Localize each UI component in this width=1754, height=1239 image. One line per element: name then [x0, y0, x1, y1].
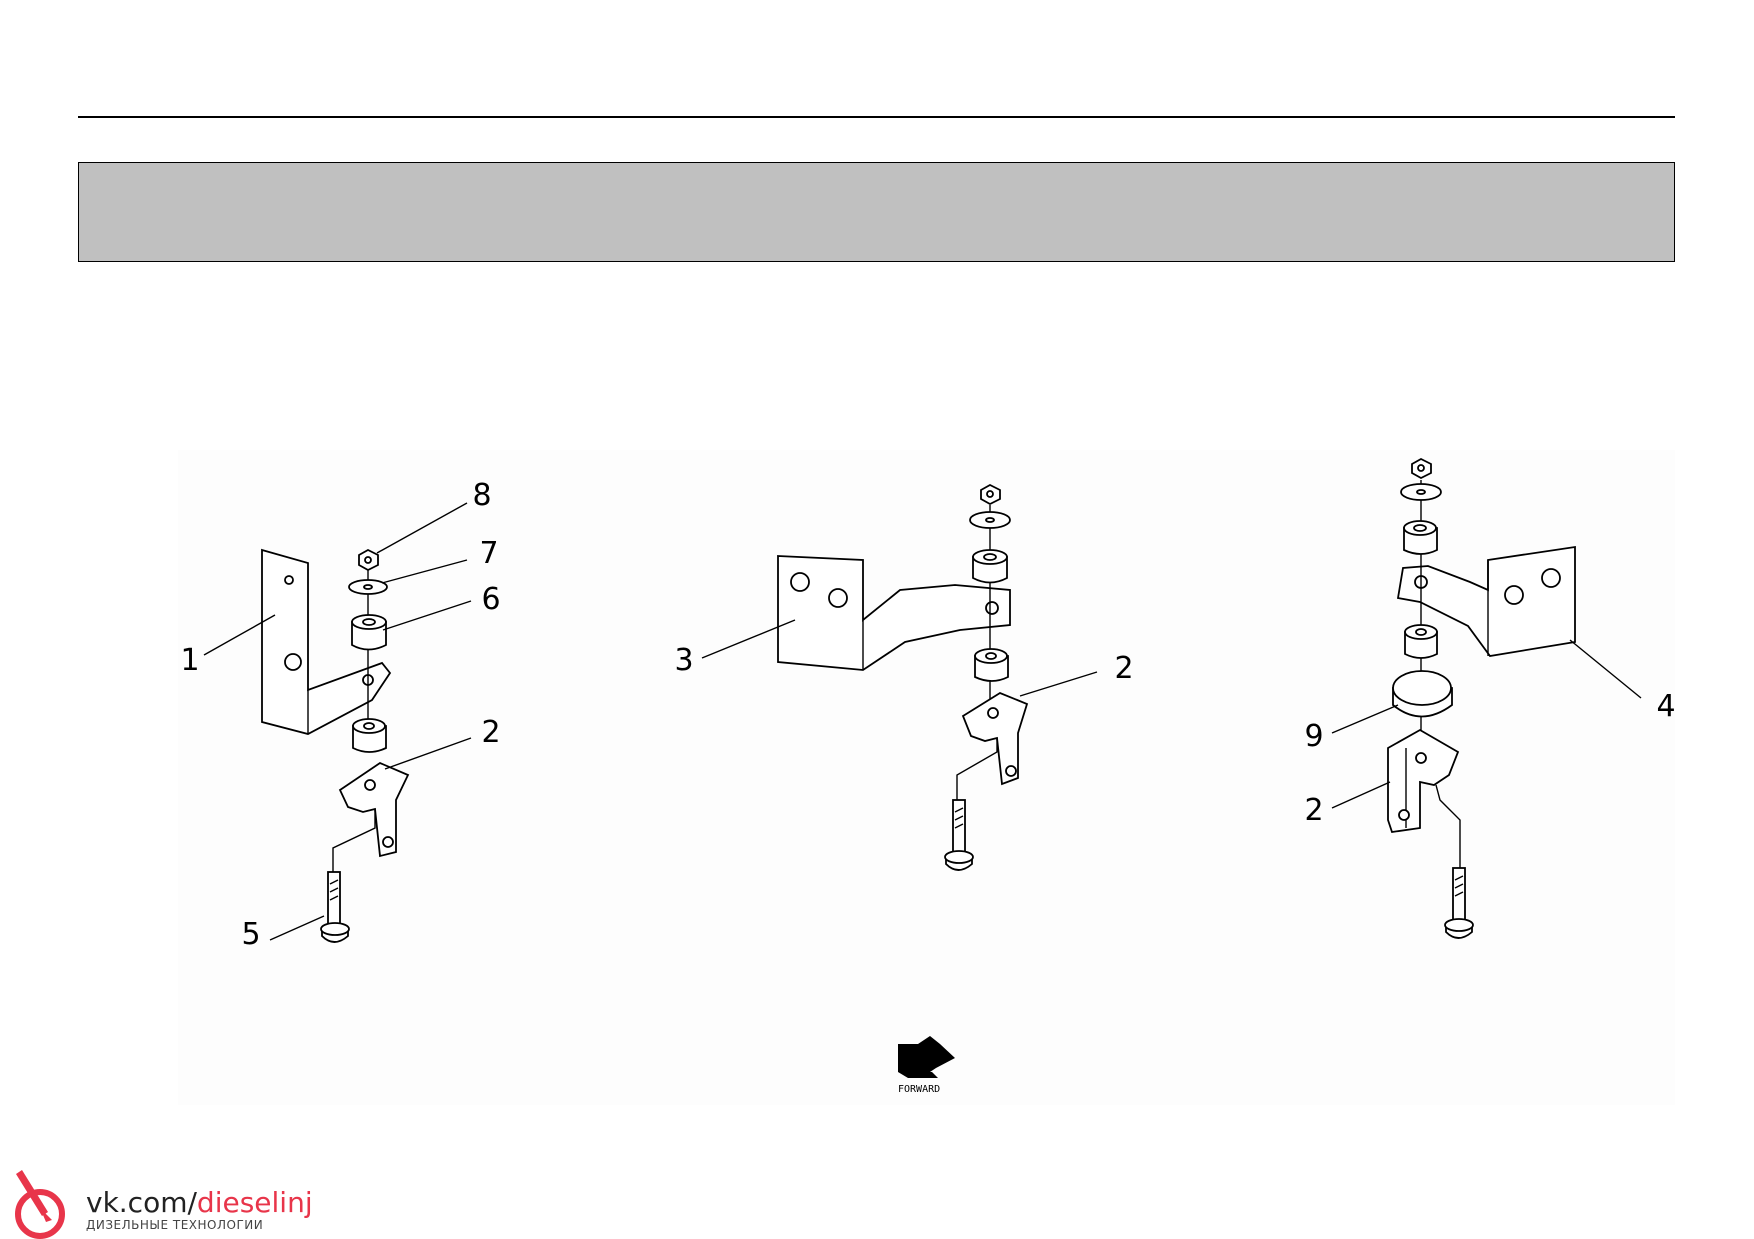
watermark-url: vk.com/dieselinj	[86, 1188, 313, 1218]
callout-6: 6	[481, 582, 500, 617]
bolt-5-left	[320, 871, 350, 943]
bracket-4-right	[1396, 545, 1576, 657]
bracket-1-left	[261, 548, 392, 735]
left-assembly: 8 7 6 1 2 5	[180, 478, 500, 952]
bracket-2-center	[961, 691, 1029, 786]
bracket-3-center	[777, 555, 1011, 671]
forward-label: FORWARD	[898, 1084, 940, 1095]
callout-1: 1	[180, 643, 199, 678]
callout-2-center: 2	[1114, 651, 1133, 686]
forward-arrow: FORWARD	[898, 1036, 955, 1095]
bracket-2-left	[338, 761, 410, 858]
callout-9: 9	[1304, 719, 1323, 754]
watermark-prefix: vk.com/	[86, 1186, 197, 1219]
callout-7: 7	[479, 536, 498, 571]
forward-arrow-icon	[898, 1036, 955, 1072]
center-assembly: 3 2	[674, 483, 1134, 871]
bolt-center	[944, 799, 974, 871]
callout-2: 2	[481, 715, 500, 750]
callout-8: 8	[472, 478, 491, 513]
bolt-right	[1444, 867, 1474, 939]
header-band	[78, 162, 1675, 262]
callout-3: 3	[674, 643, 693, 678]
bracket-hole	[284, 653, 302, 671]
watermark-subtitle: ДИЗЕЛЬНЫЕ ТЕХНОЛОГИИ	[86, 1218, 264, 1232]
watermark-accent: dieselinj	[196, 1186, 313, 1219]
bracket-hole	[284, 575, 294, 585]
callout-4: 4	[1656, 689, 1675, 724]
callout-2-right: 2	[1304, 793, 1323, 828]
right-assembly: 4 9 2	[1304, 457, 1676, 939]
top-rule	[78, 116, 1675, 118]
callout-5: 5	[241, 917, 260, 952]
dieselinj-logo-icon	[15, 1170, 65, 1239]
